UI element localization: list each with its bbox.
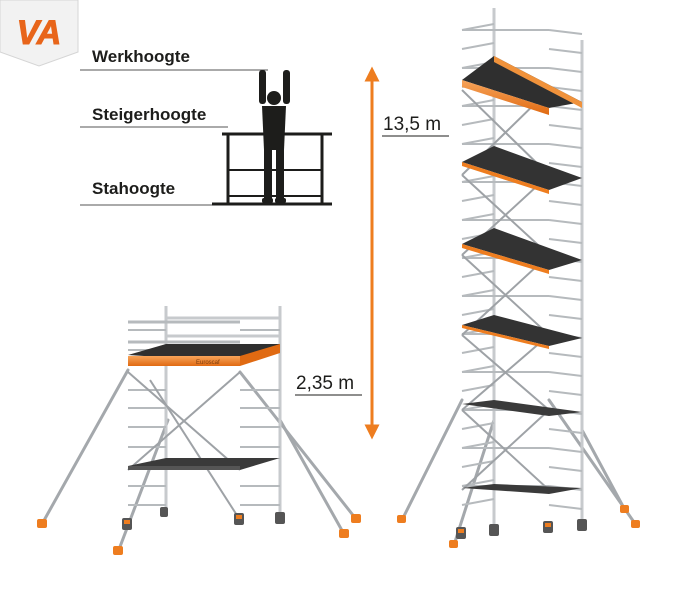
- logo-badge: [0, 0, 79, 67]
- scaffold-rung: [548, 124, 583, 130]
- tall-deck-2: [462, 228, 582, 270]
- scaffold-rung: [461, 194, 495, 202]
- tall-deck-4: [462, 400, 582, 416]
- tall-deck-5: [462, 484, 582, 494]
- scaffold-rung: [548, 447, 583, 453]
- scaffold-rung: [548, 428, 583, 434]
- scaffold-rung: [548, 143, 583, 149]
- tall-top-platform: [462, 56, 582, 108]
- tall-deck-1: [462, 146, 582, 190]
- scaffold-rung: [548, 504, 583, 510]
- tall-deck-3: [462, 315, 582, 346]
- scaffold-rung: [548, 390, 583, 396]
- scaffold-rung: [548, 295, 583, 301]
- label-werkhoogte: Werkhoogte: [92, 47, 190, 66]
- scaffold-rung: [548, 371, 583, 377]
- label-steigerhoogte: Steigerhoogte: [92, 105, 206, 124]
- scaffold-rung: [548, 219, 583, 225]
- dimension-small: 2,35 m: [295, 373, 362, 396]
- scaffold-rung: [461, 270, 495, 278]
- scaffold-rung: [461, 42, 495, 50]
- scaffold-rung: [548, 466, 583, 472]
- small-scaffold: Euroscaf: [37, 305, 361, 555]
- logo: VA: [0, 0, 79, 67]
- scaffold-rung: [548, 200, 583, 206]
- tall-scaffold: [397, 8, 640, 548]
- scaffold-rung: [461, 460, 495, 468]
- dimension-large: 13,5 m: [382, 114, 449, 137]
- logo-text: VA: [17, 14, 62, 52]
- dimension-small-text: 2,35 m: [296, 373, 354, 394]
- scaffold-rung: [548, 162, 583, 168]
- label-stahoogte: Stahoogte: [92, 179, 175, 198]
- scaffold-rung: [548, 29, 583, 35]
- scaffold-rung: [461, 118, 495, 126]
- scaffold-rung: [548, 352, 583, 358]
- height-legend: Werkhoogte Steigerhoogte Stahoogte: [80, 47, 332, 206]
- dimension-large-text: 13,5 m: [383, 114, 441, 135]
- scaffold-rung: [548, 238, 583, 244]
- scaffold-rung: [548, 314, 583, 320]
- scaffold-rung: [461, 498, 495, 506]
- scaffold-rung: [548, 67, 583, 73]
- scaffold-rung: [548, 276, 583, 282]
- scaffold-rung: [548, 48, 583, 54]
- small-plank-text: Euroscaf: [196, 360, 220, 366]
- person-icon: [259, 70, 290, 203]
